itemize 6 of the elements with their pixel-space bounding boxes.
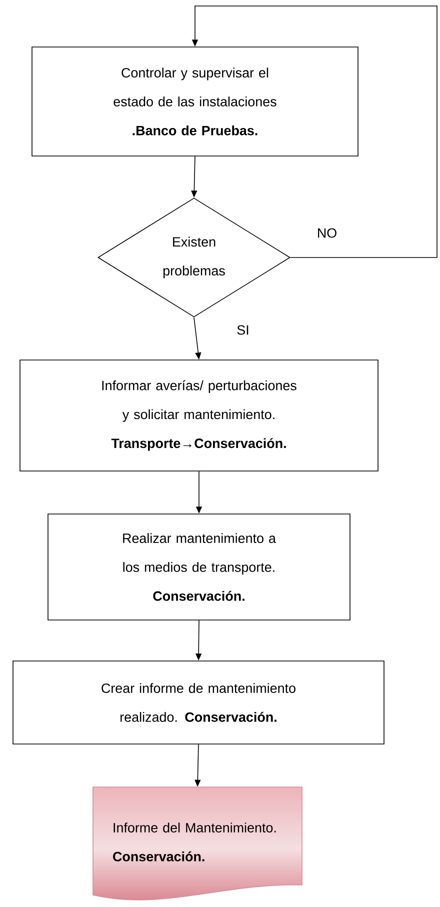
edge-label: SI	[236, 324, 250, 336]
process-box: Informar averías/ perturbaciones y solicitar mantenimiento. Transporte→Conservación.	[20, 360, 378, 472]
edge-label: NO	[316, 227, 338, 239]
process-box: Realizar mantenimiento a los medios de transporte. Conservación.	[48, 514, 350, 620]
process-box: Controlar y supervisar el estado de las instalaciones .Banco de Pruebas.	[32, 46, 358, 156]
process-box: Crear informe de mantenimiento realizado. Conservación.	[12, 660, 384, 744]
